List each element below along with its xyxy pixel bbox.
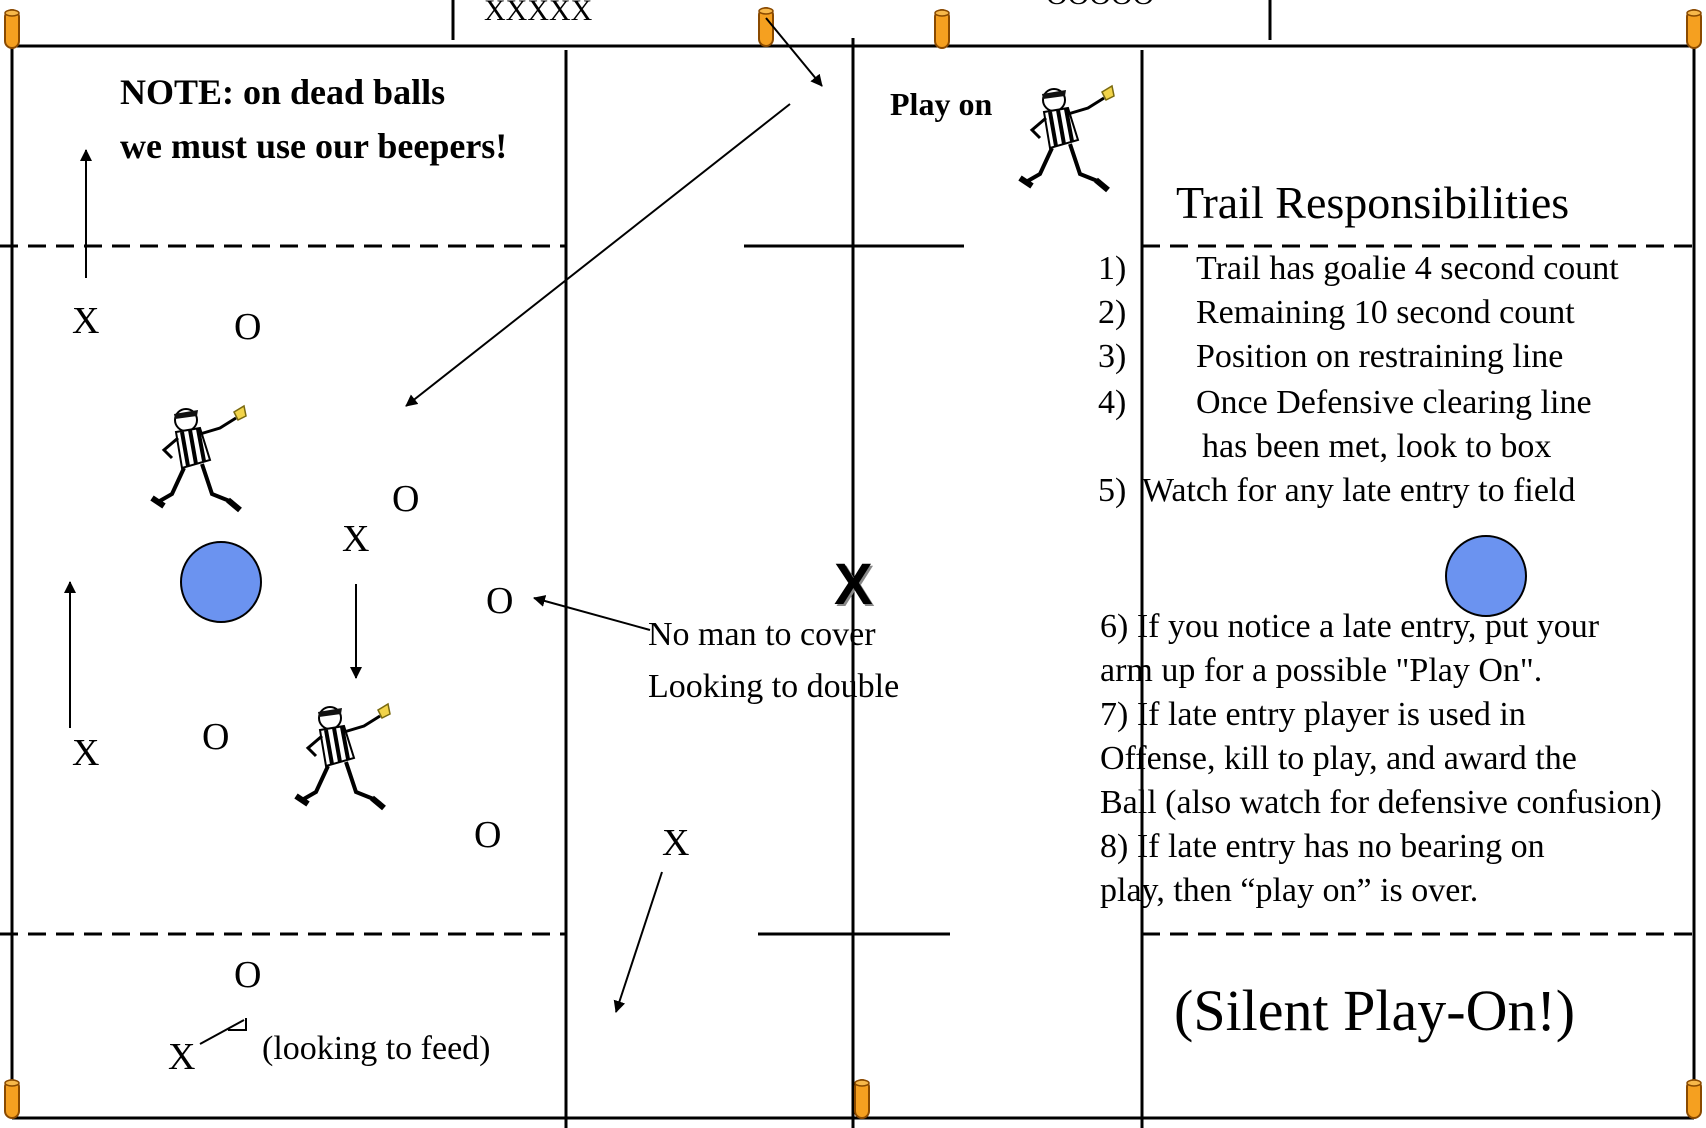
- referee-icon: [152, 406, 246, 510]
- cone-icon: [758, 7, 774, 47]
- restraining-lines: [0, 244, 1700, 936]
- arrow-icon: [765, 17, 823, 87]
- pass-marker: [228, 1018, 247, 1031]
- cone-icon: [4, 9, 20, 49]
- resp-4-num: 4): [1098, 384, 1127, 421]
- late-entry-line: Offense, kill to play, and award the: [1100, 740, 1577, 777]
- center-x-player: X: [834, 552, 873, 617]
- arrow-icon: [613, 871, 663, 1013]
- x-player: X: [72, 732, 100, 774]
- arrow-icon: [533, 595, 651, 631]
- x-player: X: [342, 518, 370, 560]
- no-man-line-1: No man to cover: [648, 616, 876, 653]
- o-player: O: [486, 580, 514, 622]
- resp-4-cont: has been met, look to box: [1202, 428, 1552, 465]
- resp-5-text: Watch for any late entry to field: [1142, 472, 1576, 509]
- arrow-icon: [405, 103, 791, 407]
- silent-play-on-label: (Silent Play-On!): [1174, 978, 1576, 1043]
- resp-1-num: 1): [1098, 250, 1127, 287]
- no-man-line-2: Looking to double: [648, 668, 900, 705]
- resp-4-text: Once Defensive clearing line: [1196, 384, 1592, 421]
- x-player: X: [662, 822, 690, 864]
- note-line-1: NOTE: on dead balls: [120, 72, 446, 112]
- resp-3-text: Position on restraining line: [1196, 338, 1564, 375]
- resp-5-num: 5): [1098, 472, 1127, 509]
- goal-crease-icon: [180, 541, 262, 623]
- resp-3-num: 3): [1098, 338, 1127, 375]
- late-entry-line: 6) If you notice a late entry, put your: [1100, 608, 1600, 645]
- late-entry-line: Ball (also watch for defensive confusion…: [1100, 784, 1662, 821]
- cone-icon: [854, 1079, 870, 1119]
- late-entry-line: 7) If late entry player is used in: [1100, 696, 1526, 733]
- late-entry-line: 8) If late entry has no bearing on: [1100, 828, 1545, 865]
- o-player: O: [392, 478, 420, 520]
- note-line-2: we must use our beepers!: [120, 126, 508, 166]
- late-entry-line: arm up for a possible "Play On".: [1100, 652, 1543, 689]
- referee-icon: [296, 704, 390, 808]
- play-on-label: Play on: [890, 86, 993, 122]
- resp-2-text: Remaining 10 second count: [1196, 294, 1575, 331]
- field-lines: [10, 0, 1696, 1128]
- resp-1-text: Trail has goalie 4 second count: [1196, 250, 1619, 287]
- x-player: X: [72, 300, 100, 342]
- o-player: O: [234, 306, 262, 348]
- cone-icon: [934, 9, 950, 49]
- trail-title: Trail Responsibilities: [1176, 177, 1570, 228]
- cone-icon: [4, 1079, 20, 1119]
- o-player: O: [234, 954, 262, 996]
- resp-2-num: 2): [1098, 294, 1127, 331]
- x-player: X: [168, 1036, 196, 1078]
- cone-icon: [1686, 9, 1702, 49]
- o-player: O: [202, 716, 230, 758]
- pass-line: [199, 1019, 245, 1045]
- looking-to-feed-label: (looking to feed): [262, 1030, 491, 1067]
- referee-icon: [1020, 86, 1114, 190]
- bench-label-x: XXXXX: [484, 0, 593, 27]
- cone-icon: [1686, 1079, 1702, 1119]
- o-player: O: [474, 814, 502, 856]
- late-entry-line: play, then “play on” is over.: [1100, 872, 1479, 909]
- goal-crease-icon: [1445, 535, 1527, 617]
